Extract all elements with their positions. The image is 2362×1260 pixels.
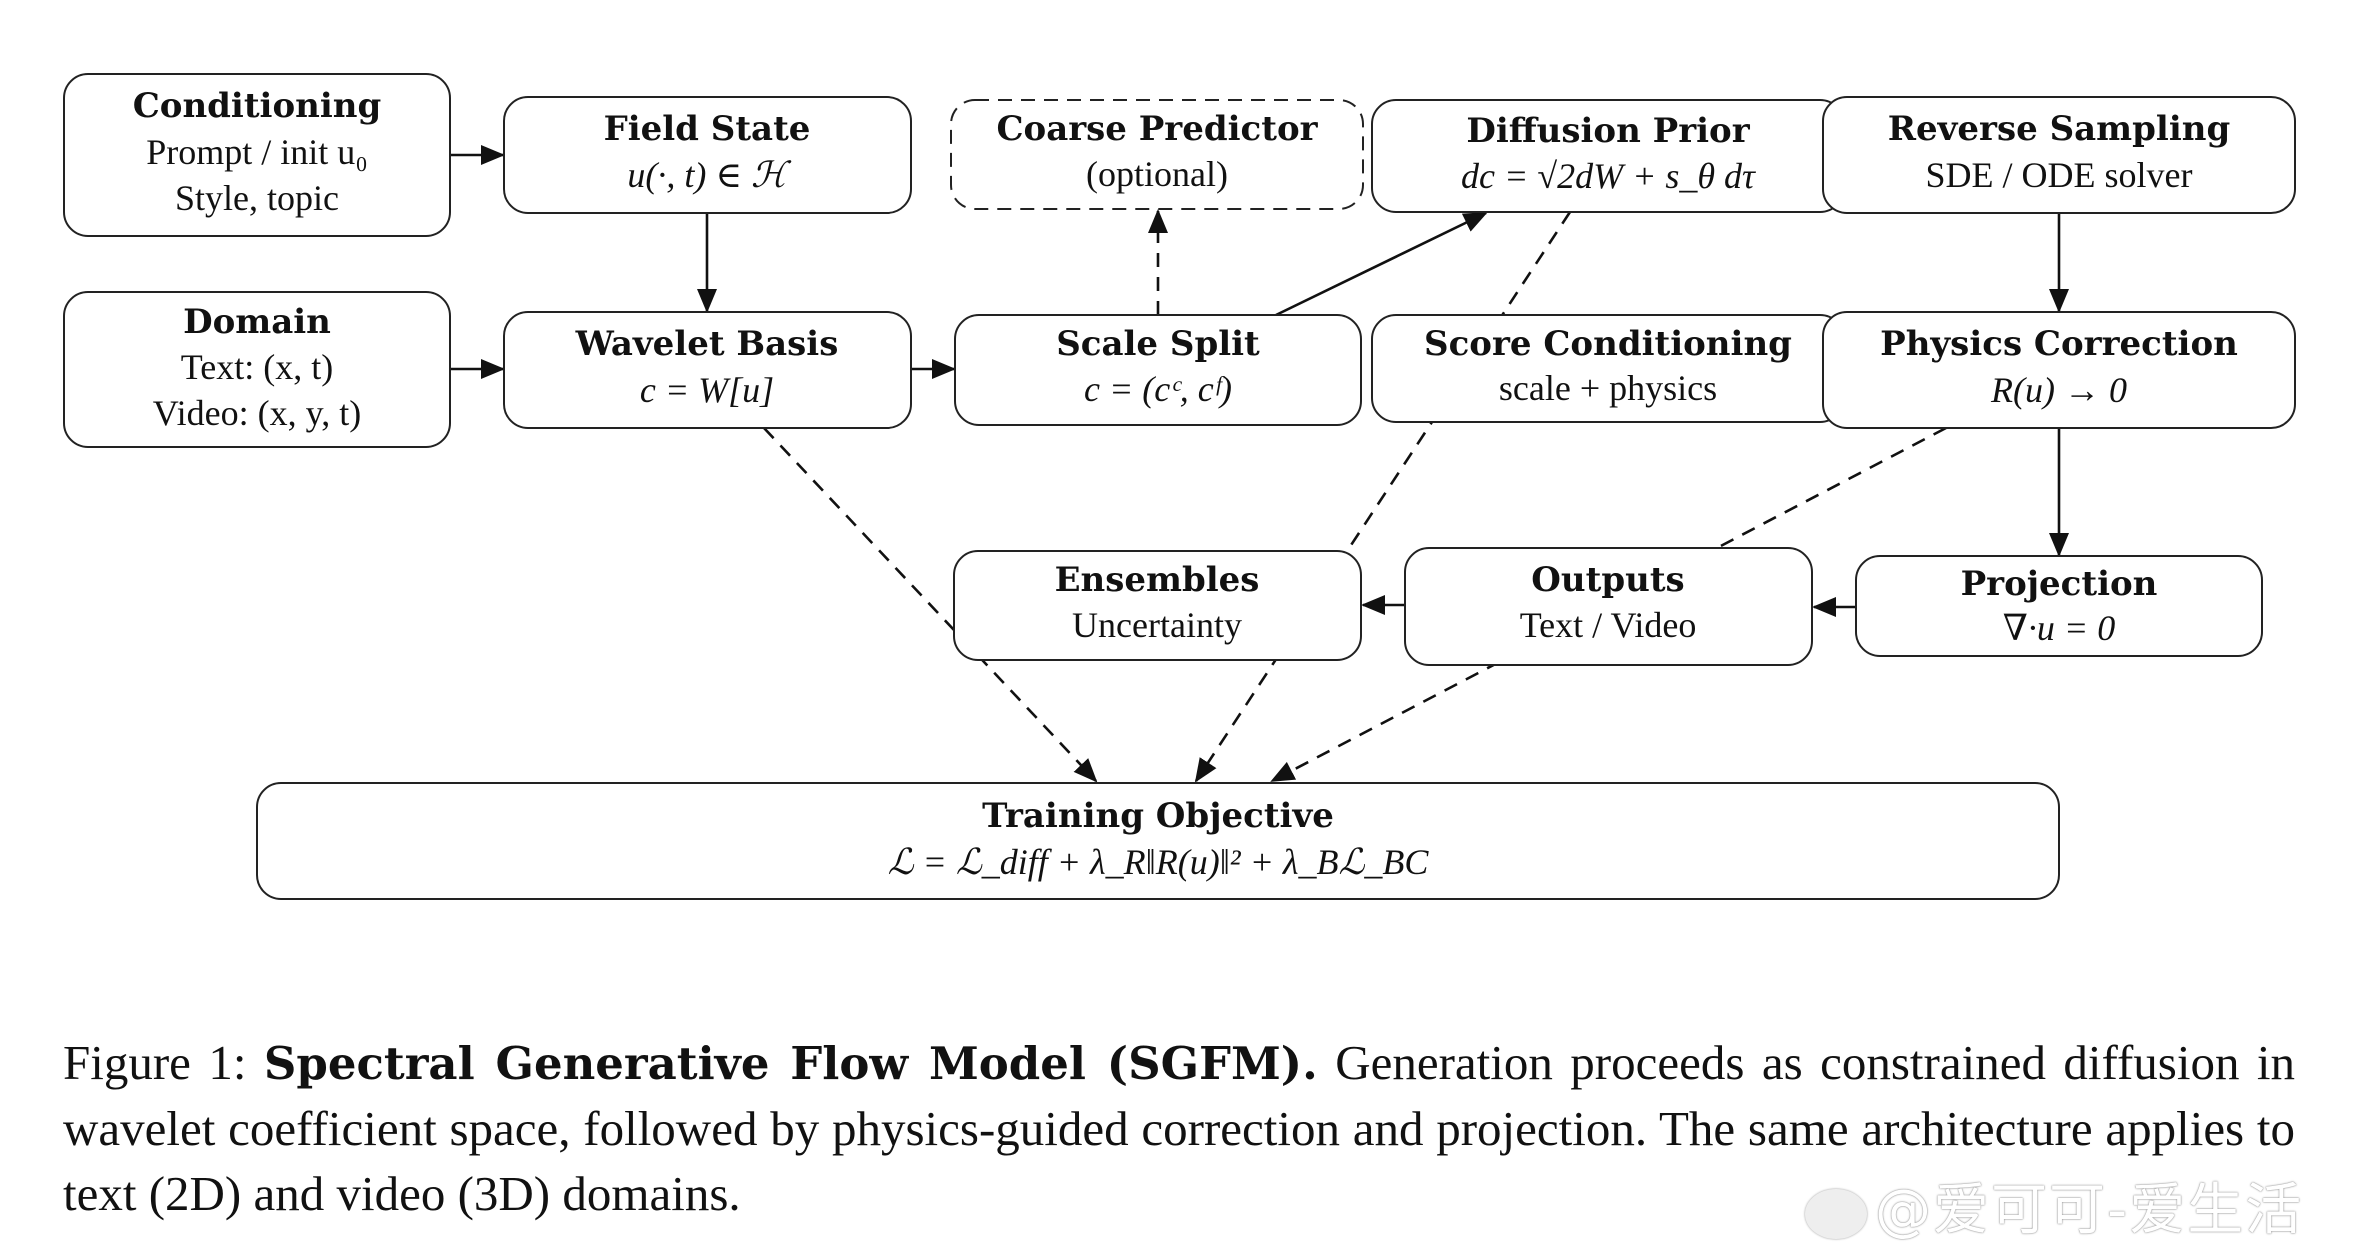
caption-body: Generation proceeds as constrained diffu…: [63, 1035, 2296, 1221]
edge-wavelet-basis-to-training-objective: [763, 427, 1098, 783]
watermark-text: @爱可可-爱生活: [1875, 1178, 2304, 1243]
node-line: ∇·u = 0: [2003, 608, 2115, 648]
node-physics-correction: Physics Correction R(u) → 0: [1822, 311, 2296, 429]
node-ensembles: Ensembles Uncertainty: [953, 550, 1362, 661]
node-title: Domain: [183, 302, 331, 342]
node-field-state: Field State u(·, t) ∈ ℋ: [503, 96, 912, 214]
node-title: Training Objective: [982, 796, 1334, 836]
architecture-diagram: Conditioning Prompt / init u₀ Style, top…: [63, 73, 2296, 900]
caption-title: Spectral Generative Flow Model (SGFM).: [263, 1037, 1318, 1090]
figure-caption: Figure 1: Spectral Generative Flow Model…: [63, 1030, 2295, 1226]
node-title: Wavelet Basis: [575, 324, 839, 364]
node-line: ℒ = ℒ_diff + λ_R‖R(u)‖² + λ_Bℒ_BC: [888, 842, 1430, 882]
node-title: Physics Correction: [1880, 324, 2238, 364]
node-title: Conditioning: [133, 86, 382, 126]
node-title: Outputs: [1531, 560, 1684, 600]
node-title: Diffusion Prior: [1466, 111, 1750, 151]
node-line: c = W[u]: [640, 370, 774, 410]
node-line: R(u) → 0: [1990, 370, 2127, 410]
edge-physics-correction-to-training-objective: [1270, 426, 1947, 783]
node-line: u(·, t) ∈ ℋ: [627, 155, 792, 195]
node-title: Scale Split: [1056, 324, 1260, 364]
node-line: dc = √2dW + s_θ dτ: [1461, 156, 1756, 196]
node-line: Text / Video: [1520, 605, 1697, 645]
node-title: Field State: [604, 109, 811, 149]
node-reverse-sampling: Reverse Sampling SDE / ODE solver: [1822, 96, 2296, 214]
node-conditioning: Conditioning Prompt / init u₀ Style, top…: [63, 73, 451, 237]
edge-diffusion-prior-to-training-objective: [1194, 211, 1572, 783]
node-score-conditioning: Score Conditioning scale + physics: [1371, 314, 1845, 423]
watermark: @爱可可-爱生活: [1805, 1165, 2303, 1246]
node-outputs: Outputs Text / Video: [1404, 547, 1813, 666]
node-training-objective: Training Objective ℒ = ℒ_diff + λ_R‖R(u)…: [256, 782, 2060, 900]
node-line: Text: (x, t): [181, 347, 333, 387]
node-wavelet-basis: Wavelet Basis c = W[u]: [503, 311, 912, 429]
node-line: (optional): [1086, 154, 1228, 194]
node-line: scale + physics: [1499, 368, 1717, 408]
node-diffusion-prior: Diffusion Prior dc = √2dW + s_θ dτ: [1371, 99, 1845, 213]
node-domain: Domain Text: (x, t) Video: (x, y, t): [63, 291, 451, 448]
node-line: Style, topic: [175, 178, 339, 218]
node-coarse-predictor: Coarse Predictor (optional): [950, 99, 1364, 210]
caption-label: Figure 1:: [63, 1035, 247, 1090]
node-title: Projection: [1961, 564, 2158, 604]
node-title: Ensembles: [1055, 560, 1260, 600]
node-line: Video: (x, y, t): [153, 393, 361, 433]
node-line: SDE / ODE solver: [1926, 155, 2193, 195]
node-title: Coarse Predictor: [996, 109, 1318, 149]
edges: [450, 145, 2069, 783]
node-title: Score Conditioning: [1424, 324, 1792, 364]
node-projection: Projection ∇·u = 0: [1855, 555, 2263, 657]
node-line: c = (cᶜ, cᶠ): [1084, 369, 1232, 409]
weibo-icon: [1805, 1188, 1867, 1239]
node-title: Reverse Sampling: [1888, 109, 2230, 149]
node-line: Prompt / init u₀: [146, 132, 368, 172]
node-scale-split: Scale Split c = (cᶜ, cᶠ): [954, 314, 1362, 426]
edge-scale-split-to-diffusion-prior: [1275, 211, 1488, 317]
node-line: Uncertainty: [1072, 605, 1242, 645]
